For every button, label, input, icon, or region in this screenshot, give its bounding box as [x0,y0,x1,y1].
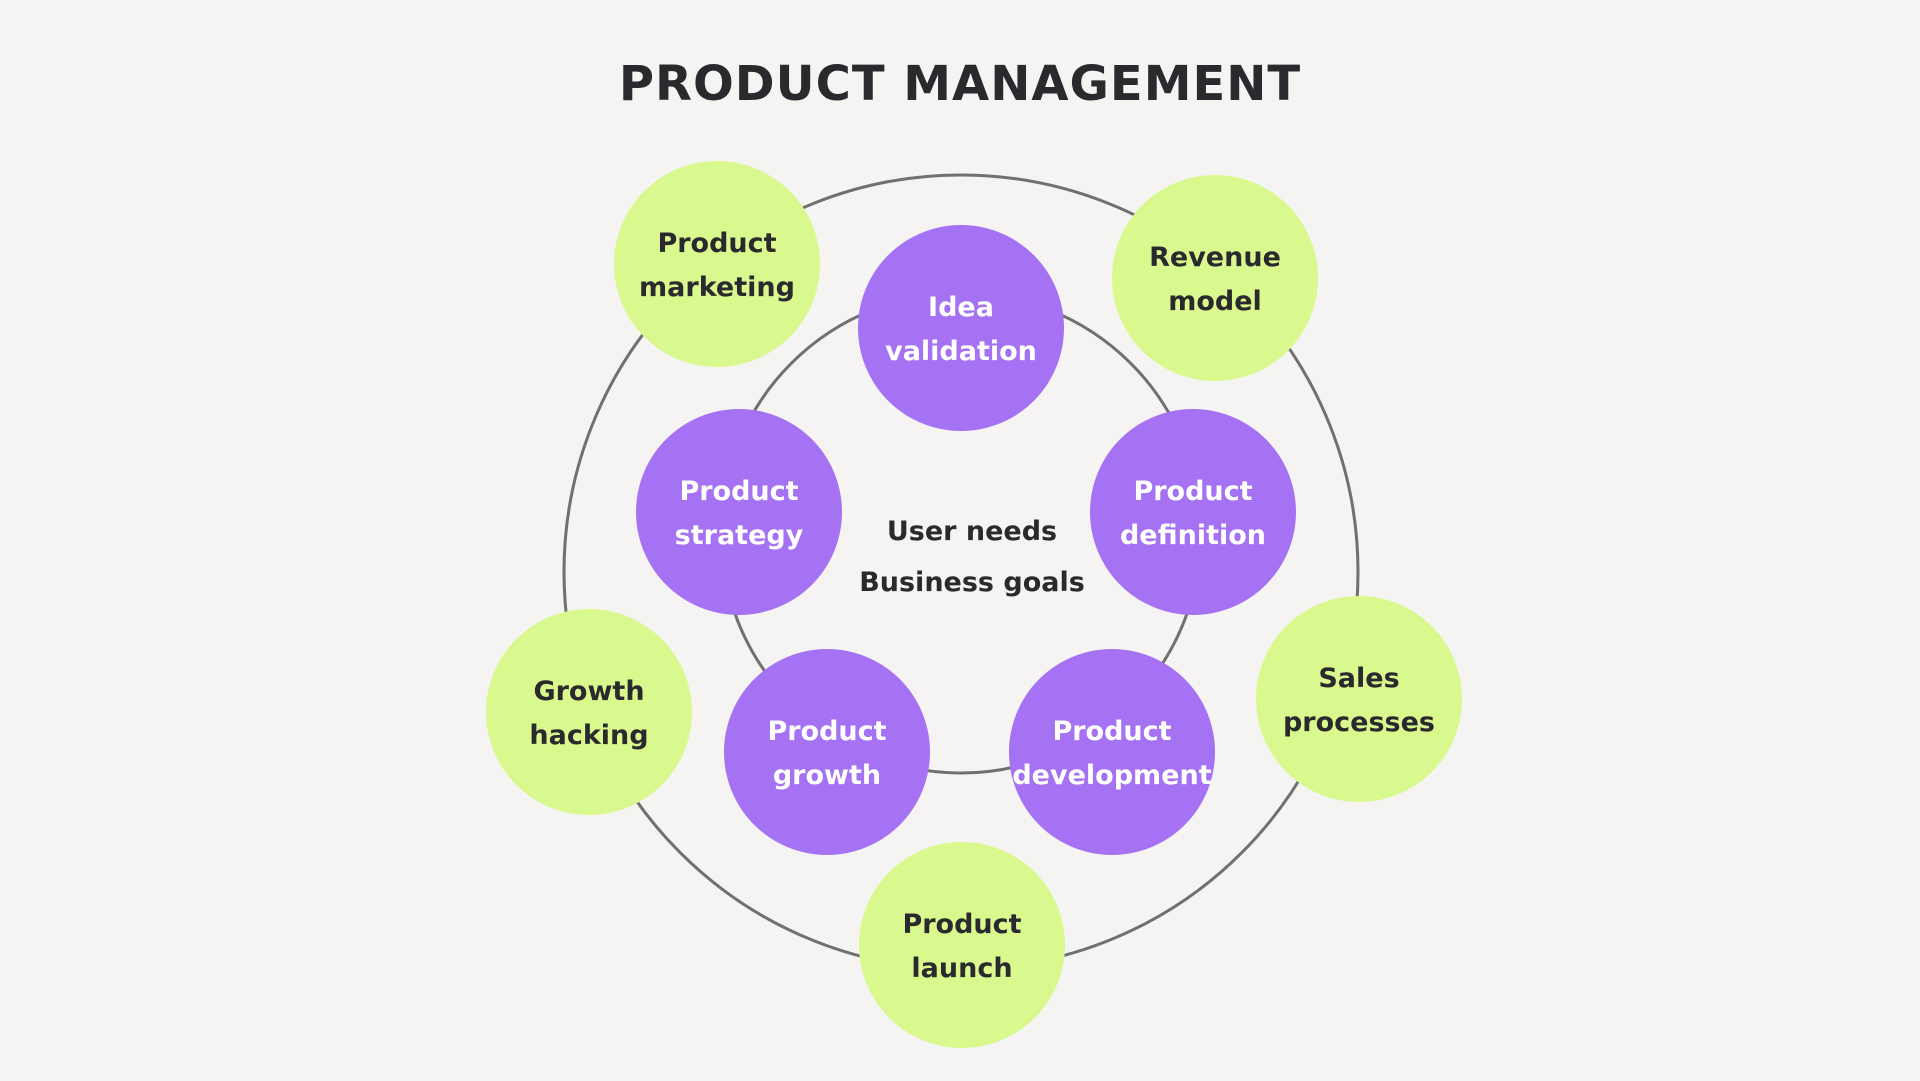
node-circle-product-definition [1090,409,1296,615]
node-circle-revenue-model [1112,175,1318,381]
node-idea-validation: Idea validation [858,225,1064,431]
node-label-product-growth-line2: growth [773,760,881,791]
node-label-product-definition-line2: definition [1120,520,1266,551]
node-circle-product-marketing [614,161,820,367]
node-product-launch: Product launch [859,842,1065,1048]
node-circle-product-development [1009,649,1215,855]
node-circle-idea-validation [858,225,1064,431]
node-circle-product-launch [859,842,1065,1048]
node-label-product-development-line1: Product [1052,716,1171,747]
node-circle-sales-processes [1256,596,1462,802]
node-circle-product-growth [724,649,930,855]
node-product-strategy: Product strategy [636,409,842,615]
node-label-idea-validation-line1: Idea [928,292,994,323]
inner-nodes-group: IdeavalidationProductdefinitionProductde… [636,225,1296,855]
node-label-product-strategy-line2: strategy [675,520,804,551]
node-label-product-marketing-line1: Product [657,228,776,259]
node-label-product-launch-line2: launch [911,953,1012,984]
node-label-revenue-model-line2: model [1168,286,1262,317]
center-label-business-goals: Business goals [859,567,1085,598]
node-growth-hacking: Growth hacking [486,609,692,815]
node-product-definition: Product definition [1090,409,1296,615]
node-circle-product-strategy [636,409,842,615]
node-label-sales-processes-line2: processes [1283,707,1435,738]
diagram-title: PRODUCT MANAGEMENT [619,56,1301,112]
node-product-growth: Product growth [724,649,930,855]
node-sales-processes: Sales processes [1256,596,1462,802]
node-product-marketing: Product marketing [614,161,820,367]
node-circle-growth-hacking [486,609,692,815]
node-label-idea-validation-line2: validation [885,336,1037,367]
node-label-product-growth-line1: Product [767,716,886,747]
node-label-product-development-line2: development [1012,760,1211,791]
node-label-product-definition-line1: Product [1133,476,1252,507]
node-label-growth-hacking-line2: hacking [529,720,648,751]
node-label-sales-processes-line1: Sales [1318,663,1399,694]
center-label-user-needs: User needs [887,516,1057,547]
node-revenue-model: Revenue model [1112,175,1318,381]
node-product-development: Product development [1009,649,1215,855]
node-label-revenue-model-line1: Revenue [1149,242,1281,273]
node-label-product-launch-line1: Product [902,909,1021,940]
node-label-growth-hacking-line1: Growth [533,676,644,707]
node-label-product-marketing-line2: marketing [639,272,795,303]
node-label-product-strategy-line1: Product [679,476,798,507]
